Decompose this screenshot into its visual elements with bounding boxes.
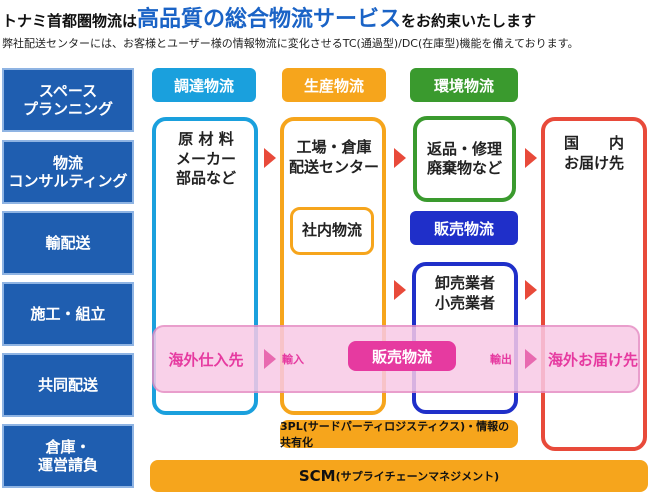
tag-sales: 販売物流 (410, 211, 518, 245)
tag-environment: 環境物流 (410, 68, 518, 102)
domestic-text: 国 内 お届け先 (563, 134, 624, 172)
title-suffix: をお約束いたします (401, 12, 537, 30)
arrow-right-icon (264, 349, 276, 369)
export-label: 輸出 (490, 353, 512, 366)
wholesale-text: 卸売業者 小売業者 (434, 274, 495, 312)
tag-production: 生産物流 (282, 68, 386, 102)
arrow-right-icon (264, 148, 276, 168)
page-title: トナミ首都圏物流は高品質の総合物流サービスをお約束いたします (2, 6, 648, 34)
service-space-planning: スペース プランニング (2, 68, 134, 132)
service-warehouse: 倉庫・ 運営請負 (2, 424, 134, 488)
arrow-right-icon (394, 148, 406, 168)
tpl-bar: 3PL(サードパーティロジスティクス)・情報の共有化 (280, 420, 518, 449)
in-house-logistics: 社内物流 (290, 207, 374, 255)
arrow-right-icon (525, 280, 537, 300)
tag-procurement: 調達物流 (152, 68, 256, 102)
overseas-export-dest: 海外お届け先 (547, 351, 638, 369)
factory-text: 工場・倉庫 配送センター (288, 138, 379, 176)
overseas-sales: 販売物流 (348, 341, 456, 371)
production-frame (280, 117, 386, 415)
arrow-right-icon (525, 349, 537, 369)
service-consulting: 物流 コンサルティング (2, 140, 134, 204)
scm-main: SCM (298, 467, 336, 485)
page-subtitle: 弊社配送センターには、お客様とユーザー様の情報物流に変化させるTC(通過型)/D… (2, 37, 579, 50)
overseas-import-source: 海外仕入先 (168, 351, 244, 369)
service-construction: 施工・組立 (2, 282, 134, 346)
scm-sub: (サプライチェーンマネジメント) (335, 470, 500, 483)
arrow-right-icon (394, 280, 406, 300)
raw-materials-text: 原 材 料 メーカー 部品など (175, 130, 236, 187)
arrow-right-icon (525, 148, 537, 168)
scm-bar: SCM(サプライチェーンマネジメント) (150, 460, 648, 492)
service-transport: 輸配送 (2, 211, 134, 275)
title-prefix: トナミ首都圏物流は (2, 12, 138, 30)
domestic-frame (541, 117, 647, 451)
returns-box: 返品・修理 廃棄物など (413, 116, 516, 202)
service-joint-delivery: 共同配送 (2, 353, 134, 417)
procurement-frame (152, 117, 258, 415)
import-label: 輸入 (282, 353, 304, 366)
title-highlight: 高品質の総合物流サービス (137, 7, 402, 32)
